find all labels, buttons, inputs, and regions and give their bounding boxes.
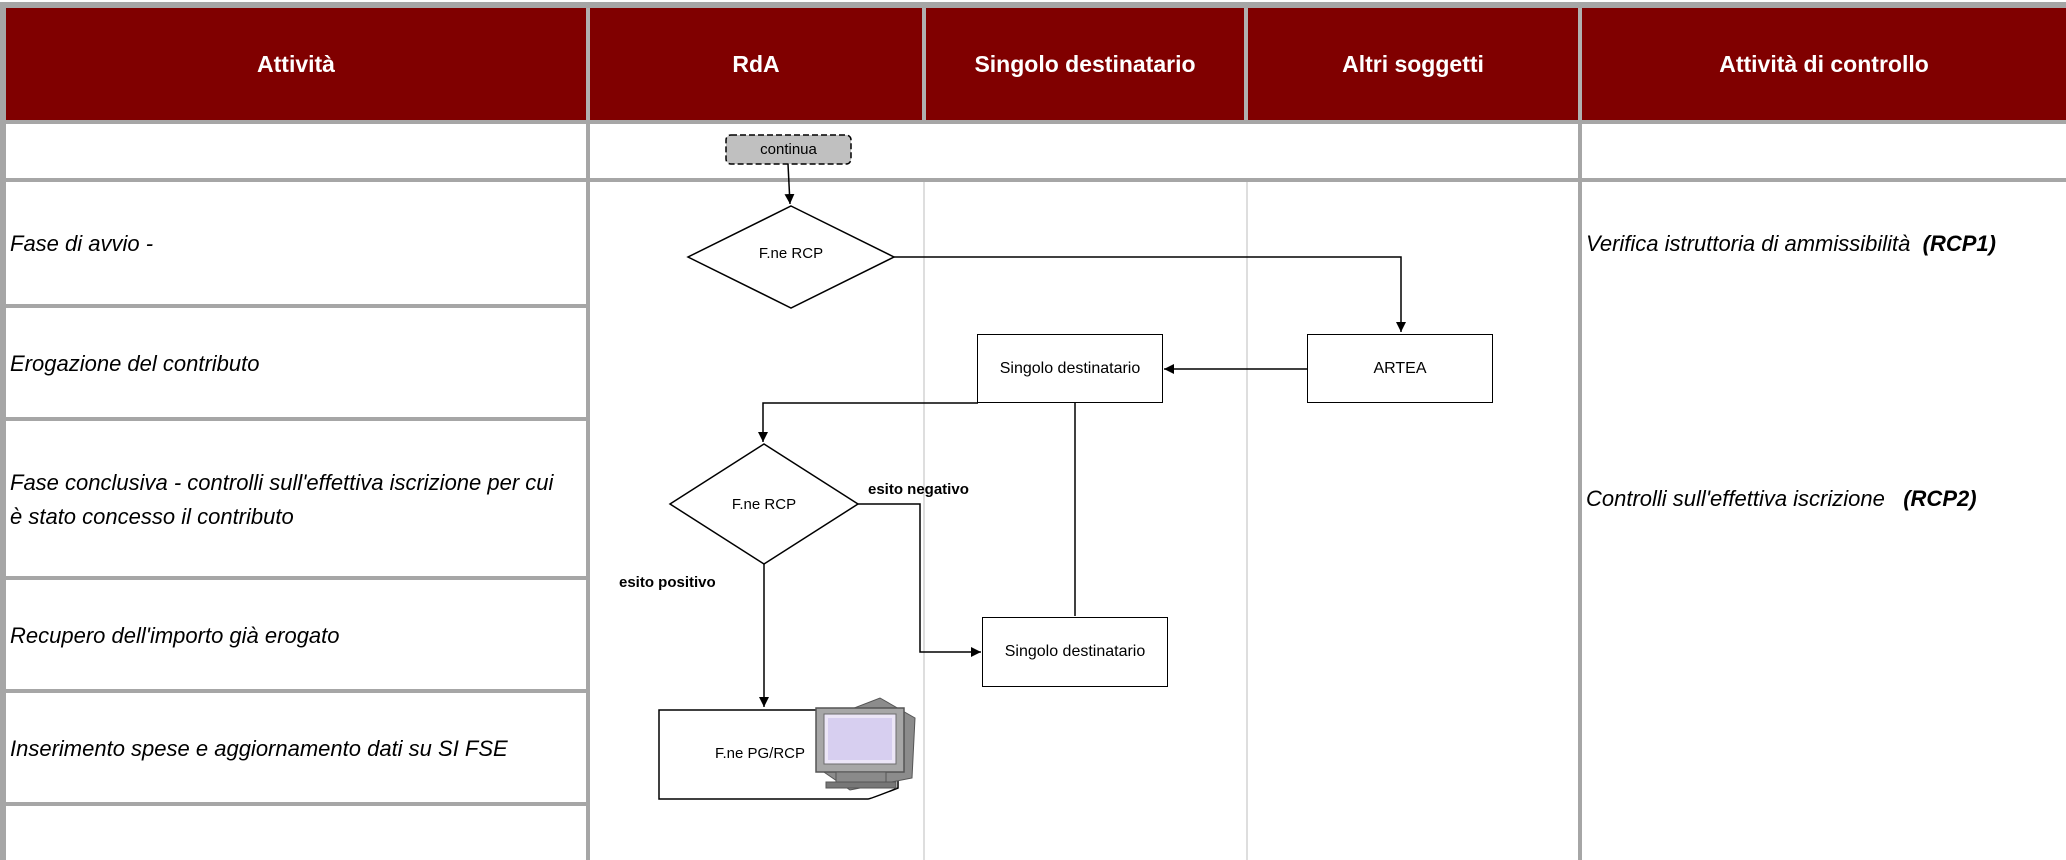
edge-label-positive: esito positivo — [619, 574, 716, 591]
activity-data-entry: Inserimento spese e aggiornamento dati s… — [10, 735, 508, 761]
recipient-box-1: Singolo destinatario — [977, 334, 1163, 403]
activity-payment: Erogazione del contributo — [10, 350, 260, 376]
control-rcp2-code: (RCP2) — [1903, 486, 1977, 511]
control-rcp1-text: Verifica istruttoria di ammissibilità — [1586, 231, 1911, 256]
header-recipient: Singolo destinatario — [926, 8, 1248, 120]
header-other-subjects: Altri soggetti — [1248, 8, 1582, 120]
continua-label: continua — [760, 141, 817, 158]
activity-recovery: Recupero dell'importo già erogato — [10, 622, 340, 648]
header-controls: Attività di controllo — [1582, 8, 2066, 120]
activity-final-phase: Fase conclusiva - controlli sull'effetti… — [10, 469, 554, 529]
header-rda: RdA — [590, 8, 926, 120]
edge-label-negative: esito negativo — [868, 481, 969, 498]
continua-connector — [725, 134, 852, 165]
artea-box: ARTEA — [1307, 334, 1493, 403]
control-rcp1: Verifica istruttoria di ammissibilità (R… — [1586, 231, 1996, 257]
control-rcp2: Controlli sull'effettiva iscrizione (RCP… — [1586, 486, 1977, 512]
computer-monitor-icon — [815, 697, 916, 791]
decision-1-label: F.ne RCP — [758, 245, 824, 262]
control-rcp1-code: (RCP1) — [1922, 231, 1996, 256]
activity-start-phase: Fase di avvio - — [10, 231, 154, 256]
decision-1-diamond — [686, 205, 896, 309]
recipient-box-2: Singolo destinatario — [982, 617, 1168, 687]
decision-2-label: F.ne RCP — [731, 496, 797, 513]
control-rcp2-text: Controlli sull'effettiva iscrizione — [1586, 486, 1885, 511]
process-label: F.ne PG/RCP — [714, 745, 806, 762]
connector-lines — [758, 163, 1406, 707]
header-activity: Attività — [6, 8, 590, 120]
